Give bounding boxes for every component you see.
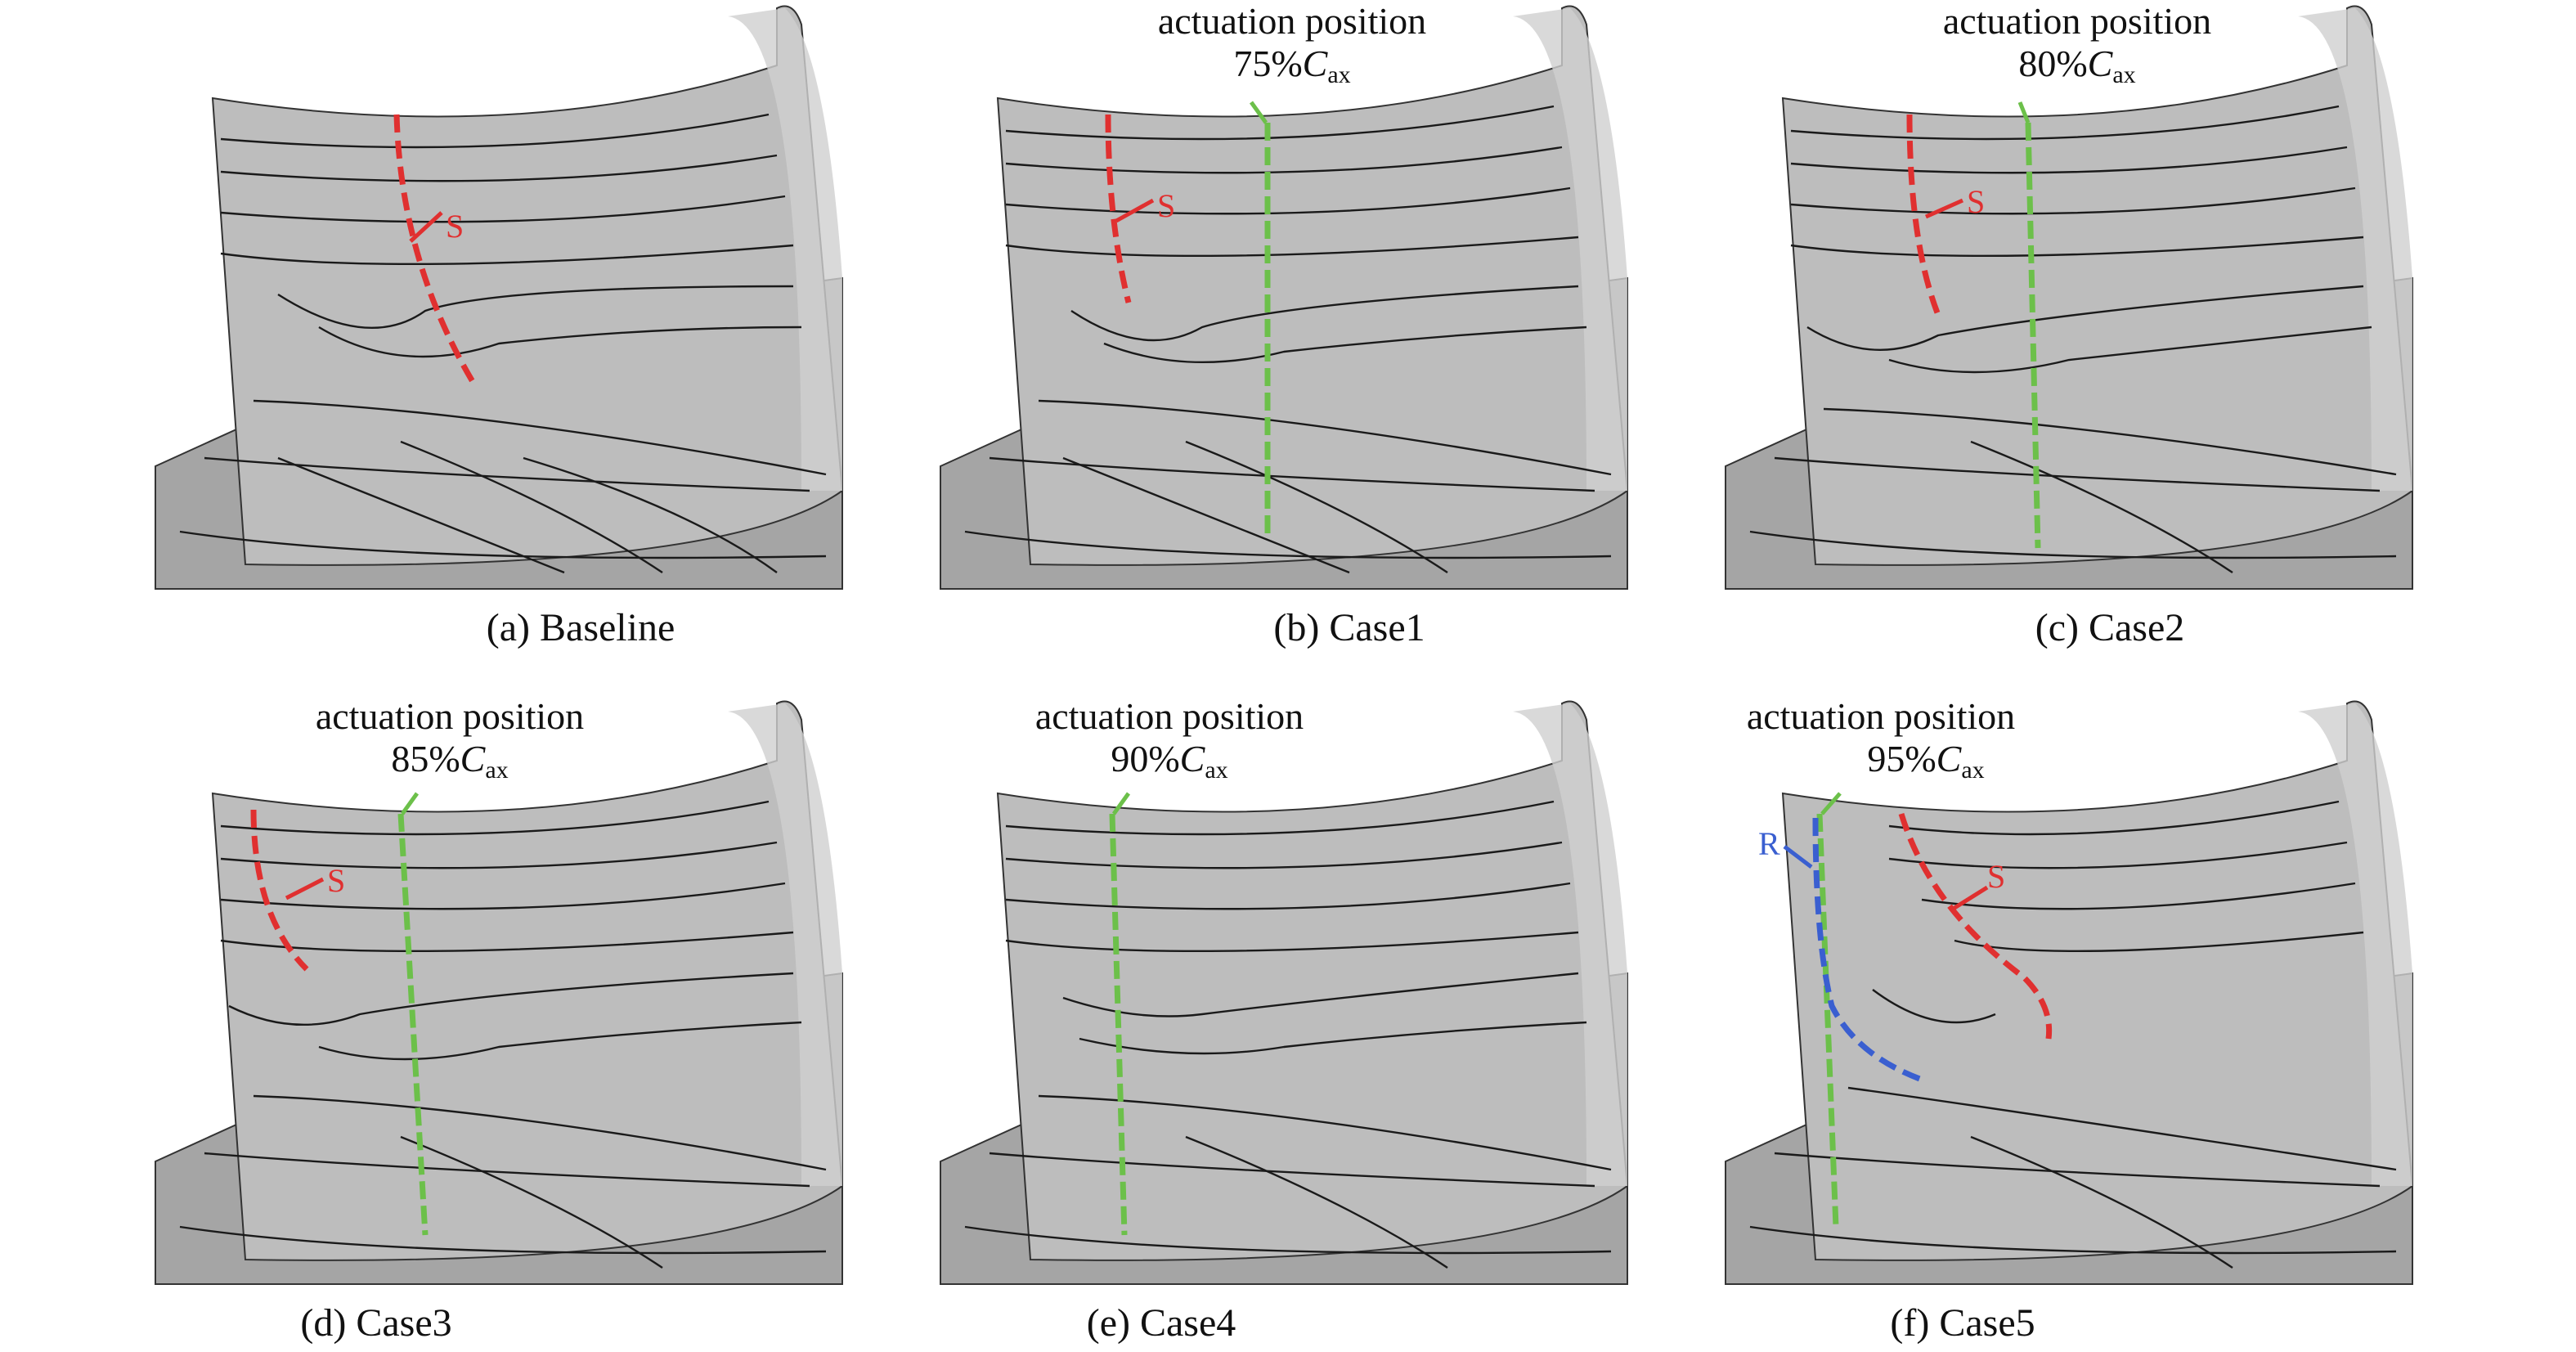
blade-render-a (155, 5, 844, 590)
cax-symbol: C (1936, 738, 1962, 779)
annotation-label: actuation position (1942, 0, 2212, 42)
separation-label: S (1157, 187, 1175, 224)
separation-label: S (327, 862, 345, 899)
streamlines (179, 113, 827, 574)
caption-d: (d) Case3 (300, 1301, 452, 1345)
reattachment-label: R (1758, 825, 1780, 862)
caption-e: (e) Case4 (1086, 1301, 1236, 1345)
annotation-label: actuation position (315, 695, 585, 737)
actuation-percent: 80% (2018, 43, 2088, 84)
panel-c: S actuation position 80%Cax (c) Case2 (1725, 0, 2543, 649)
cax-subscript: ax (485, 757, 509, 784)
caption-b: (b) Case1 (1273, 606, 1425, 649)
panel-d: S actuation position 85%Cax (d) Case3 (155, 695, 973, 1345)
actuation-line-c (2017, 101, 2041, 549)
annotation-label: actuation position (1157, 0, 1427, 42)
caption-f: (f) Case5 (1890, 1301, 2035, 1345)
actuation-line-b (1249, 101, 1271, 540)
cax-subscript: ax (1327, 61, 1351, 88)
blade-render-c (1725, 5, 2414, 590)
cax-subscript: ax (1961, 757, 1985, 784)
blade-render-f (1725, 700, 2414, 1285)
streamlines (1749, 105, 2397, 573)
caption-c: (c) Case2 (2035, 606, 2185, 649)
separation-label: S (1967, 183, 1985, 220)
actuation-line-e (1109, 792, 1131, 1236)
actuation-annotation-d: actuation position 85%Cax (262, 695, 638, 792)
actuation-percent: 95% (1867, 738, 1936, 779)
separation-line-c: S (1906, 114, 1985, 321)
panel-a: S (a) Baseline (155, 0, 973, 649)
caption-a: (a) Baseline (486, 606, 675, 649)
streamlines (964, 105, 1612, 574)
cax-symbol: C (1302, 43, 1328, 84)
blade-render-e (940, 700, 1629, 1285)
streamlines (964, 800, 1612, 1269)
actuation-annotation-e: actuation position 90%Cax (981, 695, 1358, 792)
panel-f: R S actuation position 95%Cax (f) Case5 (1725, 695, 2543, 1345)
actuation-percent: 75% (1233, 43, 1303, 84)
cax-subscript: ax (2112, 61, 2136, 88)
actuation-line-d (397, 792, 429, 1236)
annotation-label: actuation position (1034, 695, 1304, 737)
separation-line-f: S (1898, 812, 2053, 1040)
separation-label: S (1987, 858, 2005, 895)
separation-line-b: S (1105, 114, 1175, 303)
blade-render-b (940, 5, 1629, 590)
separation-label: S (446, 208, 464, 245)
annotation-label: actuation position (1746, 695, 2016, 737)
separation-line-a: S (393, 114, 478, 386)
panel-b: S actuation position 75%Cax (b) Case1 (940, 0, 1758, 649)
actuation-line-f (1816, 792, 1842, 1228)
actuation-percent: 85% (391, 738, 460, 779)
blade-render-d (155, 700, 844, 1285)
cax-symbol: C (1179, 738, 1205, 779)
cax-subscript: ax (1205, 757, 1228, 784)
actuation-annotation-b: actuation position 75%Cax (1104, 0, 1480, 97)
actuation-percent: 90% (1111, 738, 1180, 779)
actuation-annotation-c: actuation position 80%Cax (1889, 0, 2265, 97)
cax-symbol: C (2087, 43, 2113, 84)
separation-line-d: S (250, 809, 345, 972)
cax-symbol: C (460, 738, 486, 779)
actuation-annotation-f: actuation position 95%Cax (1693, 695, 2069, 792)
panel-e: actuation position 90%Cax (e) Case4 (940, 695, 1758, 1345)
streamlines (179, 800, 827, 1269)
reattachment-line-f: R (1758, 817, 1923, 1083)
